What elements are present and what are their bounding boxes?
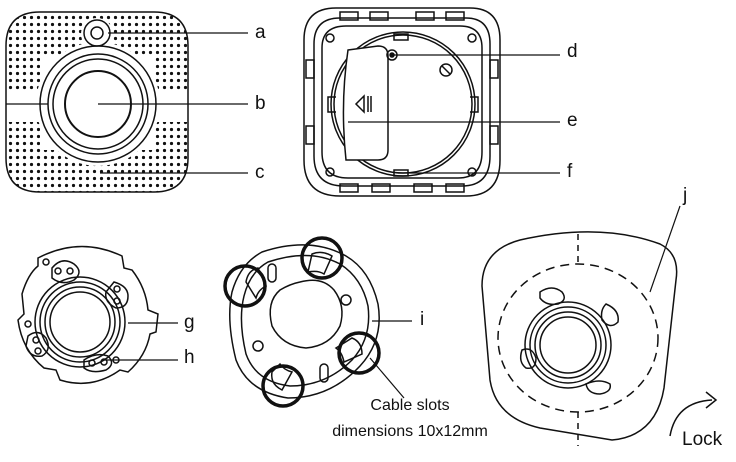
status-led <box>90 26 104 40</box>
speaker-grille-left-top <box>6 56 40 90</box>
back-case-outer <box>303 7 501 197</box>
leader-lines-plate <box>104 322 178 361</box>
cable-slot-marker-4 <box>261 364 305 408</box>
speaker-grille-right-bottom <box>154 122 188 150</box>
speaker-grille-right-top <box>154 56 188 90</box>
label-c: c <box>255 162 265 183</box>
release-arrow-icon <box>354 94 365 114</box>
mounting-plate <box>17 245 159 385</box>
back-case-rim <box>321 25 483 179</box>
label-g: g <box>184 312 195 333</box>
device-front-view <box>5 11 189 193</box>
lock-label: Lock <box>682 429 723 450</box>
leader-lines-back <box>348 54 560 174</box>
installed-plate-view <box>481 231 678 446</box>
label-e: e <box>567 110 578 131</box>
label-b: b <box>255 93 266 114</box>
cable-slots-caption-line1: Cable slots <box>370 397 449 414</box>
cable-slot-marker-3 <box>337 331 381 375</box>
cable-slot-marker-2 <box>223 264 267 308</box>
leader-lines-front <box>6 32 248 174</box>
label-d: d <box>567 41 578 62</box>
back-case-inner <box>313 17 491 187</box>
mount-screw <box>439 63 453 77</box>
battery-cover <box>342 45 389 161</box>
device-footprint-dashed <box>497 263 659 413</box>
keyhole-slots <box>25 260 129 373</box>
mounting-plate-outline <box>17 245 159 385</box>
wall-plate-outline <box>481 231 678 441</box>
speaker-grille-left-bottom <box>6 122 40 150</box>
label-f: f <box>567 161 573 182</box>
device-back-view <box>303 7 501 197</box>
label-j: j <box>682 185 687 206</box>
leader-line-j <box>649 205 681 293</box>
cable-slots-caption-line2: dimensions 10x12mm <box>332 423 488 440</box>
leader-lines-bracket <box>369 320 412 399</box>
label-a: a <box>255 22 266 43</box>
lock-rotation-arrow-icon <box>669 391 718 437</box>
label-i: i <box>420 309 424 330</box>
cable-slot-highlights <box>223 236 381 408</box>
cable-slot-marker-1 <box>300 236 344 280</box>
bracket-outline <box>229 244 380 399</box>
label-h: h <box>184 347 195 368</box>
